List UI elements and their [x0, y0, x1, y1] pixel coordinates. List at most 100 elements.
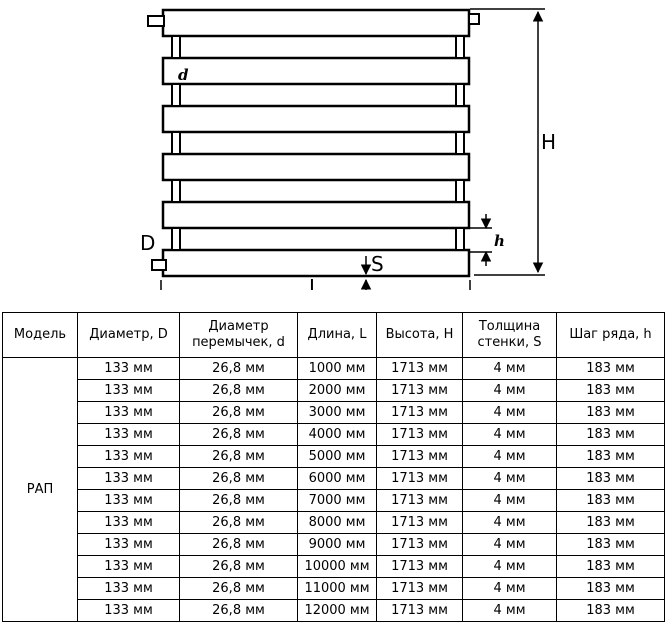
- pipe-rows: [161, 8, 471, 278]
- bottom-nozzle: [151, 259, 167, 271]
- table-cell: 183 мм: [556, 511, 665, 534]
- table-cell: 26,8 мм: [179, 577, 298, 600]
- table-cell: 133 мм: [77, 599, 180, 622]
- table-cell: 133 мм: [77, 489, 180, 512]
- table-cell: 4000 мм: [297, 423, 377, 446]
- length-label: L: [309, 275, 321, 290]
- table-cell: 4 мм: [462, 467, 557, 490]
- table-cell: 1713 мм: [376, 467, 463, 490]
- table-cell: 4 мм: [462, 511, 557, 534]
- table-cell: 133 мм: [77, 401, 180, 424]
- table-cell: 1713 мм: [376, 599, 463, 622]
- table-cell: 4 мм: [462, 357, 557, 380]
- height-dimension: H: [470, 8, 556, 276]
- table-cell: 26,8 мм: [179, 467, 298, 490]
- table-cell: 4 мм: [462, 445, 557, 468]
- jumper-pipe-1-left: [171, 35, 181, 59]
- height-label: H: [541, 130, 556, 154]
- length-dimension: L: [160, 275, 471, 290]
- table-cell: 133 мм: [77, 511, 180, 534]
- table-cell: 133 мм: [77, 533, 180, 556]
- table-cell: 1000 мм: [297, 357, 377, 380]
- table-cell: 183 мм: [556, 467, 665, 490]
- table-cell: 26,8 мм: [179, 511, 298, 534]
- jumper-pipes: [171, 35, 465, 251]
- table-cell: 183 мм: [556, 533, 665, 556]
- jumper-pipe-3-right: [455, 131, 465, 155]
- jumper-pipe-4-left: [171, 179, 181, 203]
- table-cell: 4 мм: [462, 423, 557, 446]
- table-cell: 1713 мм: [376, 533, 463, 556]
- header-cell-2: Диаметр, D: [77, 312, 180, 358]
- jumper-pipe-1-right: [455, 35, 465, 59]
- pipe-row-3: [161, 104, 471, 134]
- jumper-pipe-4-right: [455, 179, 465, 203]
- radiator-drawing: H h S D d L: [140, 8, 556, 290]
- table-cell: 26,8 мм: [179, 357, 298, 380]
- row-step-label: h: [494, 232, 505, 250]
- table-cell: 26,8 мм: [179, 489, 298, 512]
- table-cell: 4 мм: [462, 533, 557, 556]
- table-cell: 9000 мм: [297, 533, 377, 556]
- table-cell: 183 мм: [556, 599, 665, 622]
- table-cell: 1713 мм: [376, 445, 463, 468]
- pipe-row-6: [161, 248, 471, 278]
- table-cell: 183 мм: [556, 401, 665, 424]
- jumper-pipe-5-left: [171, 227, 181, 251]
- table-cell: 133 мм: [77, 357, 180, 380]
- table-cell: 6000 мм: [297, 467, 377, 490]
- table-cell: 12000 мм: [297, 599, 377, 622]
- table-cell: 183 мм: [556, 489, 665, 512]
- row-step-dimension: h: [470, 214, 505, 266]
- pipe-row-5: [161, 200, 471, 230]
- table-cell: 133 мм: [77, 555, 180, 578]
- table-cell: 26,8 мм: [179, 533, 298, 556]
- jumper-pipe-3-left: [171, 131, 181, 155]
- table-cell: 183 мм: [556, 445, 665, 468]
- table-cell: 183 мм: [556, 379, 665, 402]
- table-cell: 4 мм: [462, 379, 557, 402]
- header-cell-1: Модель: [2, 312, 78, 358]
- table-cell: 26,8 мм: [179, 445, 298, 468]
- wall-dimension: S: [360, 252, 384, 290]
- header-cell-3: Диаметр перемычек, d: [179, 312, 298, 358]
- table-cell: 183 мм: [556, 357, 665, 380]
- table-cell: 4 мм: [462, 599, 557, 622]
- table-cell: 5000 мм: [297, 445, 377, 468]
- table-cell: 26,8 мм: [179, 379, 298, 402]
- jumper-pipe-5-right: [455, 227, 465, 251]
- table-cell: 183 мм: [556, 577, 665, 600]
- table-cell: 1713 мм: [376, 401, 463, 424]
- table-cell: 3000 мм: [297, 401, 377, 424]
- table-cell: 4 мм: [462, 577, 557, 600]
- table-cell: 26,8 мм: [179, 555, 298, 578]
- table-cell: 133 мм: [77, 445, 180, 468]
- pipe-row-1: [161, 8, 471, 38]
- table-cell: 4 мм: [462, 401, 557, 424]
- model-cell: РАП: [2, 357, 78, 622]
- pipe-row-2: [161, 56, 471, 86]
- right-nozzle: [468, 13, 480, 25]
- table-cell: 183 мм: [556, 423, 665, 446]
- jumper-pipe-2-right: [455, 83, 465, 107]
- header-cell-5: Высота, H: [376, 312, 463, 358]
- table-cell: 8000 мм: [297, 511, 377, 534]
- jumper-diameter-label: d: [178, 66, 189, 84]
- table-cell: 11000 мм: [297, 577, 377, 600]
- jumper-pipe-2-left: [171, 83, 181, 107]
- table-cell: 1713 мм: [376, 489, 463, 512]
- table-cell: 133 мм: [77, 379, 180, 402]
